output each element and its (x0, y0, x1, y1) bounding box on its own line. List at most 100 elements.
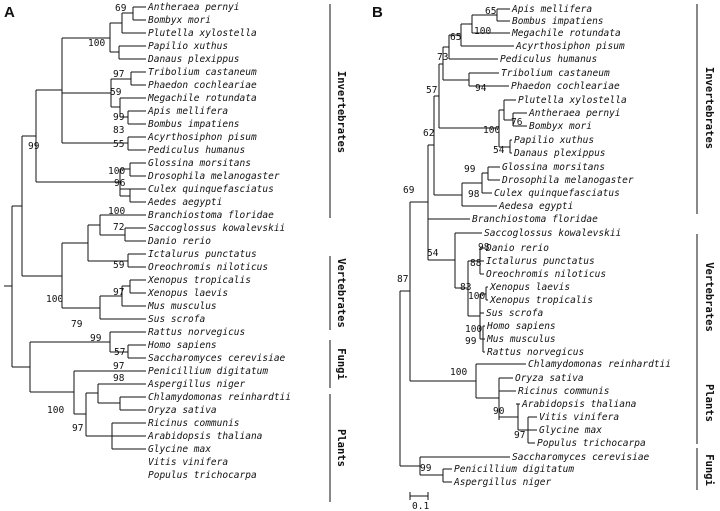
group-label-invertebrates: Invertebrates (335, 71, 347, 153)
scale-bar (409, 492, 429, 500)
leaf-label: Drosophila melanogaster (147, 171, 280, 182)
leaf-label: Aspergillus niger (453, 477, 552, 488)
group-label-plants: Plants (703, 384, 715, 422)
bootstrap-value: 79 (71, 319, 83, 330)
tree-b-group-labels: Invertebrates Vertebrates Plants Fungi (703, 67, 715, 486)
leaf-label: Megachile rotundata (511, 28, 621, 39)
leaf-label: Oreochromis niloticus (486, 269, 606, 280)
leaf-label: Megachile rotundata (147, 93, 257, 104)
bootstrap-value: 100 (465, 324, 482, 335)
bootstrap-value: 100 (108, 206, 125, 217)
leaf-label: Mus musculus (147, 301, 217, 312)
bootstrap-value: 76 (511, 117, 523, 128)
leaf-label: Apis mellifera (511, 4, 592, 15)
bootstrap-value: 100 (108, 166, 125, 177)
leaf-label: Danaus plexippus (513, 148, 606, 159)
leaf-label: Branchiostoma floridae (472, 214, 598, 225)
bootstrap-value: 54 (427, 248, 439, 259)
leaf-label: Populus trichocarpa (537, 438, 646, 449)
tree-a-branches (4, 6, 146, 450)
tree-a-group-labels: Invertebrates Vertebrates Fungi Plants (335, 71, 347, 467)
bootstrap-value: 97 (514, 430, 525, 441)
tree-a-leaf-labels: Antheraea pernyi Bombyx mori Plutella xy… (147, 2, 291, 481)
bootstrap-value: 99 (90, 333, 102, 344)
leaf-label: Xenopus laevis (489, 282, 570, 293)
leaf-label: Glycine max (539, 425, 602, 436)
bootstrap-value: 59 (113, 260, 125, 271)
leaf-label: Acyrthosiphon pisum (147, 132, 257, 143)
leaf-label: Vitis vinifera (148, 457, 228, 468)
bootstrap-value: 94 (475, 83, 487, 94)
leaf-label: Papilio xuthus (148, 41, 228, 52)
leaf-label: Sus scrofa (148, 314, 205, 325)
tree-b-leaf-labels: Apis mellifera Bombus impatiens Megachil… (453, 4, 671, 488)
leaf-label: Saccharomyces cerevisiae (148, 353, 286, 364)
leaf-label: Pediculus humanus (148, 145, 245, 156)
leaf-label: Xenopus laevis (147, 288, 228, 299)
leaf-label: Oryza sativa (148, 405, 217, 416)
group-label-vertebrates: Vertebrates (335, 258, 347, 328)
bootstrap-value: 96 (114, 178, 126, 189)
bootstrap-value: 65 (485, 6, 496, 17)
bootstrap-value: 83 (113, 125, 124, 136)
leaf-label: Oryza sativa (515, 373, 584, 384)
tree-b-bootstrap-values: 65 100 73 65 94 57 76 100 54 62 99 98 69… (397, 6, 525, 474)
bootstrap-value: 90 (493, 406, 505, 417)
leaf-label: Antheraea pernyi (147, 2, 240, 13)
bootstrap-value: 99 (420, 463, 432, 474)
leaf-label: Glycine max (148, 444, 211, 455)
leaf-label: Arabidopsis thaliana (147, 431, 263, 442)
bootstrap-value: 97 (113, 287, 124, 298)
bootstrap-value: 57 (426, 85, 437, 96)
leaf-label: Ricinus communis (518, 386, 610, 397)
leaf-label: Xenopus tropicalis (489, 295, 593, 306)
bootstrap-value: 100 (450, 367, 467, 378)
leaf-label: Danio rerio (147, 236, 211, 247)
leaf-label: Aedes aegypti (147, 197, 222, 208)
leaf-label: Ictalurus punctatus (486, 256, 595, 267)
bootstrap-value: 100 (47, 405, 64, 416)
bootstrap-value: 99 (28, 141, 40, 152)
bootstrap-value: 99 (113, 112, 125, 123)
bootstrap-value: 99 (464, 164, 476, 175)
leaf-label: Plutella xylostella (148, 28, 257, 39)
leaf-label: Bombus impatiens (512, 16, 604, 27)
leaf-label: Saccoglossus kowalevskii (484, 228, 621, 239)
bootstrap-value: 100 (474, 26, 491, 37)
bootstrap-value: 100 (468, 291, 485, 302)
leaf-label: Ricinus communis (148, 418, 240, 429)
leaf-label: Penicillium digitatum (454, 464, 574, 475)
bootstrap-value: 97 (113, 361, 124, 372)
leaf-label: Bombyx mori (148, 15, 211, 26)
group-label-invertebrates: Invertebrates (703, 67, 715, 149)
leaf-label: Pediculus humanus (500, 54, 597, 65)
leaf-label: Saccoglossus kowalevskii (148, 223, 285, 234)
leaf-label: Vitis vinifera (539, 412, 619, 423)
leaf-label: Arabidopsis thaliana (521, 399, 637, 410)
bootstrap-value: 57 (114, 347, 125, 358)
leaf-label: Apis mellifera (147, 106, 228, 117)
bootstrap-value: 97 (113, 69, 124, 80)
leaf-label: Chlamydomonas reinhardtii (528, 359, 671, 370)
bootstrap-value: 100 (46, 294, 63, 305)
leaf-label: Xenopus tropicalis (147, 275, 251, 286)
leaf-label: Phaedon cochleariae (148, 80, 257, 91)
bootstrap-value: 99 (465, 336, 477, 347)
bootstrap-value: 98 (468, 189, 480, 200)
leaf-label: Chlamydomonas reinhardtii (148, 392, 291, 403)
leaf-label: Populus trichocarpa (148, 470, 257, 481)
leaf-label: Antheraea pernyi (528, 108, 621, 119)
leaf-label: Oreochromis niloticus (148, 262, 268, 273)
bootstrap-value: 87 (397, 274, 408, 285)
leaf-label: Ictalurus punctatus (148, 249, 257, 260)
leaf-label: Plutella xylostella (518, 95, 627, 106)
leaf-label: Homo sapiens (486, 321, 556, 332)
bootstrap-value: 62 (423, 128, 434, 139)
panel-b-label: B (372, 4, 383, 21)
bootstrap-value: 88 (470, 258, 482, 269)
leaf-label: Saccharomyces cerevisiae (512, 452, 650, 463)
bootstrap-value: 98 (478, 242, 490, 253)
bootstrap-value: 100 (483, 125, 500, 136)
leaf-label: Homo sapiens (147, 340, 217, 351)
